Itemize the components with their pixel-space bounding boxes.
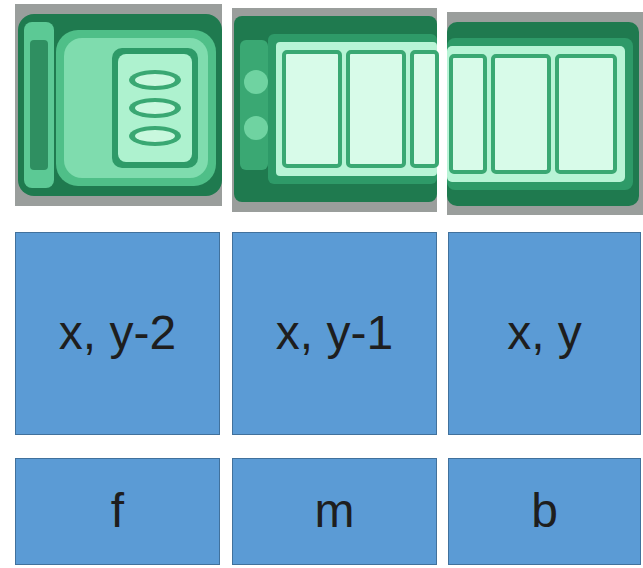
label-box: x, y-2	[15, 232, 220, 435]
box-label: b	[531, 485, 558, 538]
label-box: x, y	[448, 232, 641, 435]
back-segment	[447, 12, 643, 215]
box-label: x, y-1	[276, 307, 393, 360]
label-box: b	[448, 458, 641, 565]
middle-segment	[232, 8, 437, 212]
box-label: f	[111, 485, 124, 538]
box-label: m	[315, 485, 355, 538]
box-label: x, y	[507, 307, 582, 360]
label-box: f	[15, 458, 220, 565]
vehicle-illustration	[0, 0, 643, 230]
front-segment	[15, 4, 222, 206]
label-box: x, y-1	[232, 232, 437, 435]
label-box: m	[232, 458, 437, 565]
box-label: x, y-2	[59, 307, 176, 360]
